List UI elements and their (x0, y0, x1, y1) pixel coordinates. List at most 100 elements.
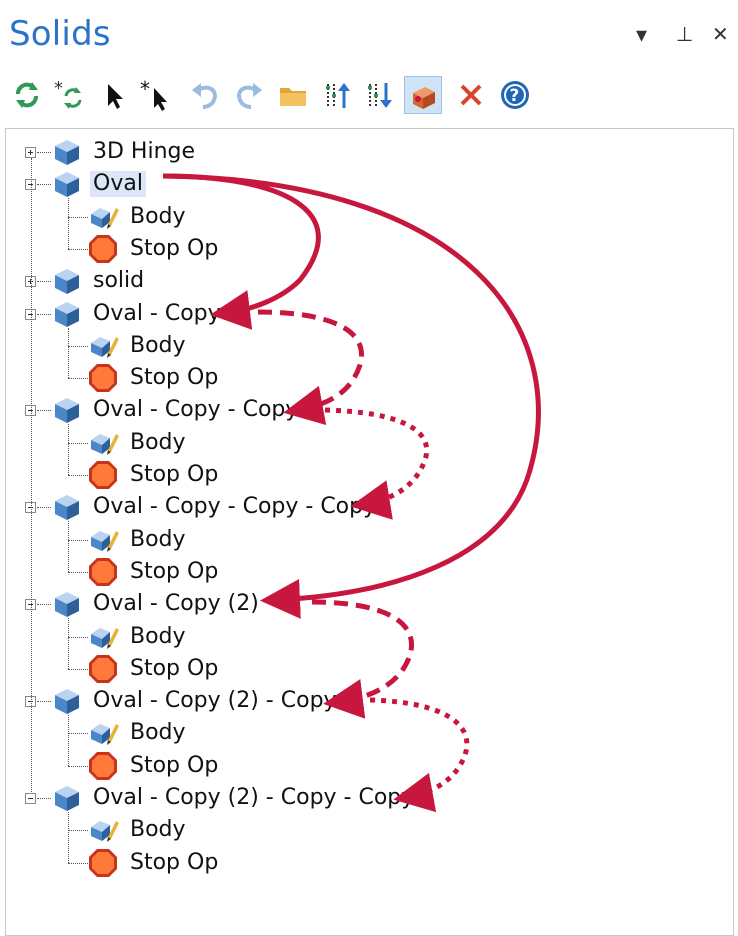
move-down-button[interactable] (360, 76, 398, 114)
tree-node-label: Oval - Copy (2) - Copy - Copy (93, 785, 415, 810)
tree-connector (31, 158, 32, 792)
expander-minus-icon[interactable] (25, 696, 36, 708)
tree-node-stop-op[interactable]: Stop Op (0, 234, 700, 264)
stop-op-icon (88, 460, 118, 495)
regenerate-button[interactable] (8, 76, 46, 114)
tree-node-stop-op[interactable]: Stop Op (0, 848, 700, 878)
body-icon (88, 718, 120, 753)
folder-button[interactable] (274, 76, 312, 114)
tree-node-stop-op[interactable]: Stop Op (0, 363, 700, 393)
tree-node-solid[interactable]: Oval - Copy - Copy (0, 395, 700, 425)
solid-icon (52, 266, 82, 301)
tree-node-label: Stop Op (130, 235, 219, 261)
body-icon (88, 202, 120, 237)
tree-node-label: Oval - Copy - Copy (93, 397, 299, 423)
select-all-icon: * (140, 77, 174, 117)
delete-button[interactable] (452, 76, 490, 114)
tree-connector (68, 571, 88, 573)
tree-connector (68, 475, 88, 476)
redo-icon (232, 78, 266, 117)
pin-icon[interactable]: ⊥ (676, 24, 694, 46)
toolbar: * *? (8, 76, 548, 116)
tree-node-solid[interactable]: Oval - Copy (2) - Copy (0, 686, 700, 716)
tree-node-solid[interactable]: 3D Hinge (0, 137, 700, 167)
tree-node-label: Stop Op (130, 558, 219, 584)
solid-display-button[interactable] (404, 76, 442, 114)
tree-node-body[interactable]: Body (0, 331, 700, 361)
redo-button[interactable] (230, 76, 268, 114)
tree-connector (68, 812, 69, 863)
close-icon[interactable]: ✕ (712, 24, 729, 46)
regenerate-selected-button[interactable]: * (50, 76, 88, 114)
expander-minus-icon[interactable] (25, 308, 36, 320)
tree-node-solid[interactable]: Oval - Copy (0, 299, 700, 329)
select-button[interactable] (96, 76, 134, 114)
tree-connector (68, 442, 88, 444)
expander-minus-icon[interactable] (25, 599, 36, 611)
tree-node-label: Oval - Copy - Copy - Copy (93, 494, 377, 520)
solid-display-icon (407, 79, 441, 118)
tree-connector (37, 313, 51, 315)
solid-icon (52, 783, 82, 818)
tree-node-label: Stop Op (130, 462, 219, 487)
tree-connector (68, 715, 69, 766)
tree-node-body[interactable]: Body (0, 428, 700, 458)
tree-connector (37, 604, 51, 606)
expander-minus-icon[interactable] (25, 502, 36, 514)
tree-node-solid[interactable]: Oval (0, 169, 700, 199)
tree-connector (37, 507, 51, 509)
folder-icon (276, 78, 310, 117)
tree-node-label: Body (130, 526, 186, 552)
regenerate-icon (10, 78, 44, 117)
select-all-button[interactable]: * (138, 76, 176, 114)
tree-connector (68, 198, 69, 249)
move-up-button[interactable] (318, 76, 356, 114)
tree-node-label: 3D Hinge (93, 139, 196, 164)
tree-node-body[interactable]: Body (0, 202, 700, 232)
tree-connector (68, 424, 69, 475)
expander-minus-icon[interactable] (25, 405, 36, 417)
solid-icon (52, 686, 82, 721)
tree-connector (68, 668, 88, 670)
dropdown-icon[interactable]: ▾ (636, 22, 648, 47)
expander-plus-icon[interactable] (25, 147, 36, 158)
tree-connector (37, 152, 51, 153)
tree-node-stop-op[interactable]: Stop Op (0, 460, 700, 490)
solid-icon (52, 492, 82, 527)
body-icon (88, 622, 120, 657)
tree-node-stop-op[interactable]: Stop Op (0, 751, 700, 781)
tree-node-body[interactable]: Body (0, 815, 700, 845)
tree-node-solid[interactable]: Oval - Copy - Copy - Copy (0, 492, 700, 522)
tree-node-solid[interactable]: solid (0, 266, 700, 296)
delete-icon (454, 78, 488, 117)
tree-node-label: Body (130, 332, 186, 358)
tree-connector (37, 798, 51, 799)
expander-plus-icon[interactable] (25, 276, 36, 288)
move-up-icon (320, 78, 354, 117)
stop-op-icon (88, 363, 118, 398)
tree-node-label: Oval (90, 171, 146, 198)
tree-node-stop-op[interactable]: Stop Op (0, 654, 700, 684)
svg-text:*: * (54, 78, 63, 99)
panel-title: Solids (9, 14, 111, 54)
help-button[interactable]: ? (496, 76, 534, 114)
tree-node-label: Body (130, 817, 186, 843)
tree-connector (68, 521, 69, 572)
undo-button[interactable] (186, 76, 224, 114)
stop-op-icon (88, 848, 118, 883)
body-icon (88, 815, 120, 850)
tree-node-solid[interactable]: Oval - Copy (2) - Copy - Copy (0, 783, 700, 813)
tree-node-label: Body (130, 429, 186, 455)
tree-connector (68, 216, 88, 218)
tree-node-body[interactable]: Body (0, 718, 700, 748)
tree-node-solid[interactable]: Oval - Copy (2) (0, 589, 700, 619)
solid-icon (52, 589, 82, 624)
tree-node-body[interactable]: Body (0, 622, 700, 652)
expander-minus-icon[interactable] (25, 179, 36, 191)
tree-node-label: Body (130, 623, 186, 649)
move-down-icon (362, 78, 396, 117)
expander-minus-icon[interactable] (25, 793, 36, 804)
tree-node-label: Body (130, 720, 186, 746)
tree-node-body[interactable]: Body (0, 525, 700, 555)
tree-node-stop-op[interactable]: Stop Op (0, 557, 700, 587)
